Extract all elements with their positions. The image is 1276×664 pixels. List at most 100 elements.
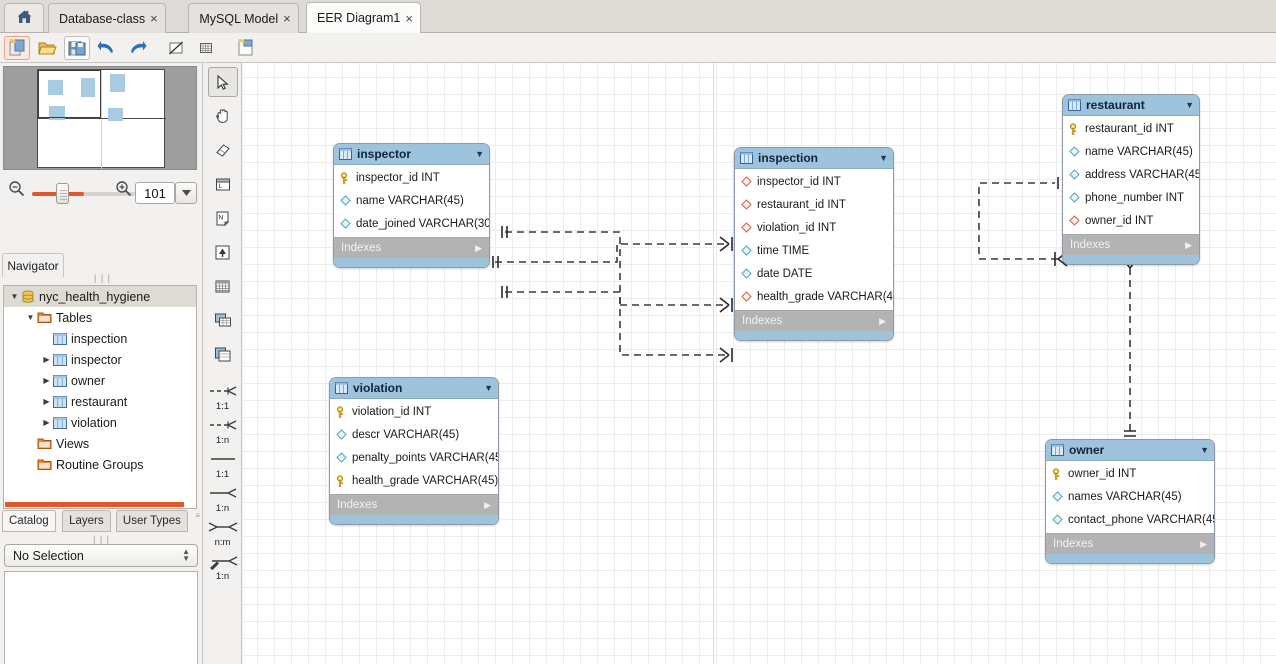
tree-item-views[interactable]: Views bbox=[4, 433, 196, 454]
table-header[interactable]: violation▼ bbox=[330, 378, 498, 399]
chevron-down-icon[interactable]: ▼ bbox=[484, 383, 493, 393]
tree-item-inspector[interactable]: ▶inspector bbox=[4, 349, 196, 370]
chevron-down-icon[interactable]: ▼ bbox=[475, 149, 484, 159]
table-column-row[interactable]: time TIME bbox=[735, 239, 893, 262]
properties-splitter[interactable]: | | | bbox=[93, 534, 111, 544]
table-column-row[interactable]: owner_id INT bbox=[1046, 462, 1214, 485]
chevron-right-icon[interactable]: ▶ bbox=[43, 355, 50, 364]
chevron-right-icon[interactable]: ▶ bbox=[879, 315, 886, 326]
hand-tool[interactable] bbox=[208, 101, 238, 131]
zoom-slider-handle[interactable] bbox=[56, 183, 69, 204]
tree-horizontal-scrollbar[interactable] bbox=[5, 502, 184, 507]
chevron-right-icon[interactable]: ▶ bbox=[1200, 538, 1207, 549]
rel-1-1-non-identifying-tool[interactable]: 1:1 bbox=[206, 451, 240, 481]
table-header[interactable]: restaurant▼ bbox=[1063, 95, 1199, 116]
tab-mysql-model[interactable]: MySQL Model× bbox=[188, 3, 299, 33]
table-indexes-section[interactable]: Indexes▶ bbox=[330, 494, 498, 515]
table-column-row[interactable]: date_joined VARCHAR(30) bbox=[334, 212, 489, 235]
chevron-right-icon[interactable]: ▶ bbox=[43, 397, 50, 406]
table-column-row[interactable]: health_grade VARCHAR(45) bbox=[735, 285, 893, 308]
tree-item-tables[interactable]: ▼Tables bbox=[4, 307, 196, 328]
new-diagram-button[interactable] bbox=[232, 36, 258, 60]
table-column-row[interactable]: name VARCHAR(45) bbox=[334, 189, 489, 212]
table-indexes-section[interactable]: Indexes▶ bbox=[1046, 533, 1214, 554]
chevron-right-icon[interactable]: ▶ bbox=[484, 499, 491, 510]
close-icon[interactable]: × bbox=[283, 11, 291, 26]
table-column-row[interactable]: date DATE bbox=[735, 262, 893, 285]
chevron-down-icon[interactable]: ▼ bbox=[10, 292, 19, 301]
table-column-row[interactable]: names VARCHAR(45) bbox=[1046, 485, 1214, 508]
table-column-row[interactable]: contact_phone VARCHAR(45) bbox=[1046, 508, 1214, 531]
selection-dropdown[interactable]: No Selection ▲▼ bbox=[4, 544, 198, 567]
tree-item-inspection[interactable]: inspection bbox=[4, 328, 196, 349]
panel-resize-grip[interactable]: | | | bbox=[94, 273, 112, 283]
rel-pick-1-n-tool[interactable]: 1:n bbox=[206, 553, 240, 583]
rel-1-n-non-identifying-tool[interactable]: 1:n bbox=[206, 485, 240, 515]
table-column-row[interactable]: penalty_points VARCHAR(45) bbox=[330, 446, 498, 469]
table-header[interactable]: inspector▼ bbox=[334, 144, 489, 165]
sidebar-tab-user-types[interactable]: User Types bbox=[115, 510, 188, 532]
sidebar-tab-catalog[interactable]: Catalog bbox=[2, 510, 56, 532]
chevron-right-icon[interactable]: ▶ bbox=[43, 418, 50, 427]
zoom-value-input[interactable]: 101 bbox=[135, 182, 175, 204]
zoom-in-icon[interactable] bbox=[115, 180, 132, 200]
tab-eer-diagram1[interactable]: EER Diagram1× bbox=[306, 2, 421, 33]
eer-diagram-canvas[interactable]: inspector▼ inspector_id INT name VARCHAR(4… bbox=[243, 63, 1276, 664]
home-tab[interactable] bbox=[4, 3, 44, 32]
tree-item-violation[interactable]: ▶violation bbox=[4, 412, 196, 433]
rel-1-1-identifying-tool[interactable]: 1:1 bbox=[206, 383, 240, 413]
redo-button[interactable] bbox=[124, 36, 150, 60]
tree-item-routine-groups[interactable]: Routine Groups bbox=[4, 454, 196, 475]
chevron-right-icon[interactable]: ▶ bbox=[1185, 239, 1192, 250]
navigator-tab[interactable]: Navigator bbox=[2, 253, 64, 277]
eraser-tool[interactable] bbox=[208, 135, 238, 165]
image-tool[interactable] bbox=[208, 237, 238, 267]
chevron-right-icon[interactable]: ▶ bbox=[43, 376, 50, 385]
table-indexes-section[interactable]: Indexes▶ bbox=[735, 310, 893, 331]
table-header[interactable]: owner▼ bbox=[1046, 440, 1214, 461]
table-column-row[interactable]: health_grade VARCHAR(45) bbox=[330, 469, 498, 492]
pointer-tool[interactable] bbox=[207, 67, 238, 97]
table-column-row[interactable]: restaurant_id INT bbox=[1063, 117, 1199, 140]
zoom-out-icon[interactable] bbox=[8, 180, 25, 200]
note-tool[interactable]: N bbox=[208, 203, 238, 233]
table-column-row[interactable]: address VARCHAR(45) bbox=[1063, 163, 1199, 186]
navigator-minimap[interactable] bbox=[3, 66, 197, 170]
undo-button[interactable] bbox=[94, 36, 120, 60]
rel-n-m-tool[interactable]: n:m bbox=[206, 519, 240, 549]
tree-item-owner[interactable]: ▶owner bbox=[4, 370, 196, 391]
table-column-row[interactable]: inspector_id INT bbox=[735, 170, 893, 193]
table-column-row[interactable]: phone_number INT bbox=[1063, 186, 1199, 209]
chevron-right-icon[interactable]: ▶ bbox=[475, 242, 482, 253]
chevron-down-icon[interactable]: ▼ bbox=[1185, 100, 1194, 110]
sidebar-tab-layers[interactable]: Layers bbox=[62, 510, 111, 532]
table-column-row[interactable]: violation_id INT bbox=[330, 400, 498, 423]
toggle-grid-button[interactable] bbox=[163, 36, 189, 60]
chevron-down-icon[interactable]: ▼ bbox=[26, 313, 35, 322]
close-icon[interactable]: × bbox=[405, 10, 413, 26]
zoom-dropdown-button[interactable] bbox=[175, 182, 197, 204]
table-column-row[interactable]: descr VARCHAR(45) bbox=[330, 423, 498, 446]
table-column-row[interactable]: owner_id INT bbox=[1063, 209, 1199, 232]
table-header[interactable]: inspection▼ bbox=[735, 148, 893, 169]
table-indexes-section[interactable]: Indexes▶ bbox=[334, 237, 489, 258]
chevron-down-icon[interactable]: ▼ bbox=[1200, 445, 1209, 455]
table-tool[interactable] bbox=[208, 271, 238, 301]
layer-tool[interactable]: L bbox=[208, 169, 238, 199]
view-tool[interactable] bbox=[208, 305, 238, 335]
table-indexes-section[interactable]: Indexes▶ bbox=[1063, 234, 1199, 255]
rel-1-n-identifying-tool[interactable]: 1:n bbox=[206, 417, 240, 447]
tree-item-restaurant[interactable]: ▶restaurant bbox=[4, 391, 196, 412]
stepper-icon[interactable]: ▲▼ bbox=[182, 547, 190, 563]
save-model-button[interactable] bbox=[64, 35, 90, 60]
close-icon[interactable]: × bbox=[150, 11, 158, 26]
routine-group-tool[interactable] bbox=[208, 339, 238, 369]
open-model-button[interactable] bbox=[34, 36, 60, 60]
new-model-button[interactable] bbox=[4, 35, 30, 60]
tree-item-nyc-health-hygiene[interactable]: ▼nyc_health_hygiene bbox=[4, 286, 196, 307]
